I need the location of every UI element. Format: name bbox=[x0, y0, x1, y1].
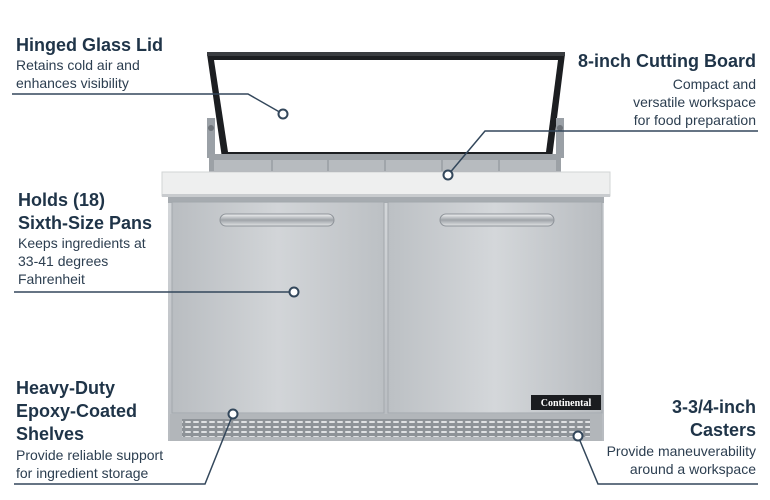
casters-callout-line bbox=[577, 435, 758, 485]
right-door-handle bbox=[439, 213, 555, 227]
brand-logo-text: Continental bbox=[541, 398, 592, 409]
pans-feature-title: Holds (18) Sixth-Size Pans bbox=[18, 190, 153, 233]
cutting-board-feature-title: 8-inch Cutting Board bbox=[578, 51, 756, 71]
left-door bbox=[171, 201, 385, 414]
cutting-board-feature-description: Compact and versatile workspace for food… bbox=[633, 76, 756, 128]
cutting-board-callout-line bbox=[447, 130, 758, 176]
glass-lid bbox=[207, 52, 565, 158]
left-door-handle bbox=[219, 213, 335, 227]
casters-callout-dot bbox=[572, 430, 584, 442]
pans-callout-dot bbox=[288, 286, 300, 298]
shelves-feature-title: Heavy-Duty Epoxy-Coated Shelves bbox=[16, 378, 138, 444]
lid-feature-description: Retains cold air and enhances visibility bbox=[16, 57, 140, 91]
ventilation-grille bbox=[170, 414, 602, 441]
casters-feature-description: Provide maneuverability around a workspa… bbox=[606, 443, 756, 477]
right-door bbox=[387, 201, 603, 414]
lid-hinge-right bbox=[556, 118, 564, 158]
pans-feature-description: Keeps ingredients at 33-41 degrees Fahre… bbox=[18, 235, 146, 287]
pan-well bbox=[209, 154, 561, 174]
casters-feature-title: 3-3/4-inch Casters bbox=[671, 397, 756, 440]
lid-feature-title: Hinged Glass Lid bbox=[16, 35, 164, 55]
cutting-board bbox=[161, 171, 611, 197]
lid-hinge-left bbox=[207, 118, 215, 158]
shelves-callout-line bbox=[14, 413, 234, 485]
cutting-board-callout-dot bbox=[442, 169, 454, 181]
shelves-feature-description: Provide reliable support for ingredient … bbox=[16, 447, 164, 481]
lid-callout-dot bbox=[277, 108, 289, 120]
shelves-callout-dot bbox=[227, 408, 239, 420]
lid-callout-line bbox=[12, 93, 284, 115]
brand-badge: Continental bbox=[531, 395, 601, 410]
